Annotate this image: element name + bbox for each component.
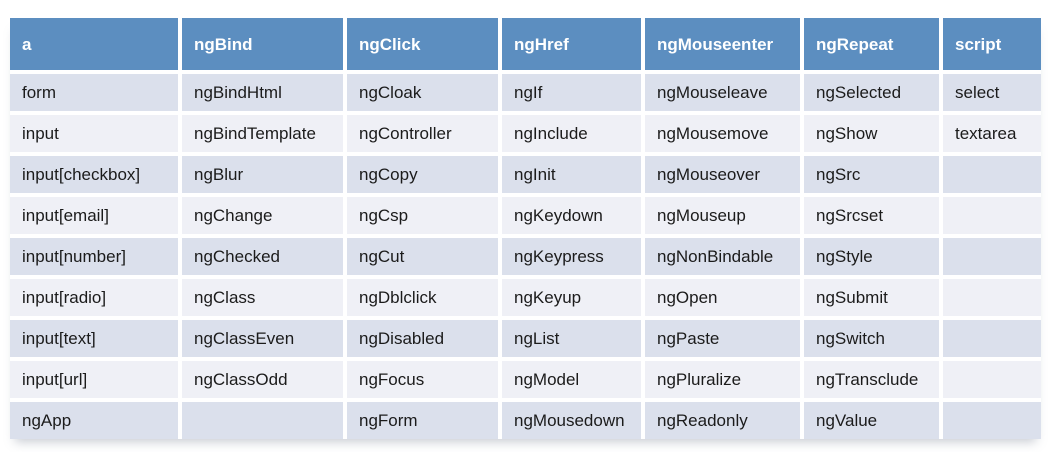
table-cell: input[url]	[10, 361, 178, 398]
table-cell: ngSwitch	[804, 320, 939, 357]
table-cell: ngClassOdd	[182, 361, 343, 398]
table-cell	[943, 320, 1041, 357]
table-cell: ngChecked	[182, 238, 343, 275]
table-cell: ngFocus	[347, 361, 498, 398]
table-cell: form	[10, 74, 178, 111]
table-cell: ngClass	[182, 279, 343, 316]
table-cell: ngMouseup	[645, 197, 800, 234]
table-cell: ngOpen	[645, 279, 800, 316]
table-cell	[943, 238, 1041, 275]
table-cell: input[number]	[10, 238, 178, 275]
table-cell: ngBlur	[182, 156, 343, 193]
table-cell: ngIf	[502, 74, 641, 111]
table-cell: ngChange	[182, 197, 343, 234]
table-cell	[943, 156, 1041, 193]
table-cell: ngForm	[347, 402, 498, 439]
table-cell	[943, 197, 1041, 234]
table-cell: ngBindTemplate	[182, 115, 343, 152]
table-cell: ngTransclude	[804, 361, 939, 398]
table-cell	[182, 402, 343, 439]
table-cell: ngMousedown	[502, 402, 641, 439]
table-cell: ngList	[502, 320, 641, 357]
table-cell: ngCsp	[347, 197, 498, 234]
table-cell: ngSrcset	[804, 197, 939, 234]
table-cell: ngKeydown	[502, 197, 641, 234]
table-cell: input	[10, 115, 178, 152]
column-header-a: a	[10, 18, 178, 70]
table-cell: ngPaste	[645, 320, 800, 357]
table-cell: ngKeyup	[502, 279, 641, 316]
column-header-ngRepeat: ngRepeat	[804, 18, 939, 70]
table-cell: textarea	[943, 115, 1041, 152]
table-cell: ngClassEven	[182, 320, 343, 357]
column-header-ngClick: ngClick	[347, 18, 498, 70]
table-cell: select	[943, 74, 1041, 111]
table-cell: ngPluralize	[645, 361, 800, 398]
table-cell: ngShow	[804, 115, 939, 152]
table-cell: ngStyle	[804, 238, 939, 275]
table-cell: ngDblclick	[347, 279, 498, 316]
table-cell: ngMouseover	[645, 156, 800, 193]
table-cell: ngSubmit	[804, 279, 939, 316]
table-cell: ngModel	[502, 361, 641, 398]
table-cell	[943, 361, 1041, 398]
table-cell: ngBindHtml	[182, 74, 343, 111]
column-header-script: script	[943, 18, 1041, 70]
table-cell: ngCloak	[347, 74, 498, 111]
table-cell: ngKeypress	[502, 238, 641, 275]
table-cell: ngCopy	[347, 156, 498, 193]
table-cell	[943, 402, 1041, 439]
table-cell: ngInclude	[502, 115, 641, 152]
table-cell: ngSelected	[804, 74, 939, 111]
table-cell: input[checkbox]	[10, 156, 178, 193]
table-cell: ngNonBindable	[645, 238, 800, 275]
table-cell: ngController	[347, 115, 498, 152]
table-cell: input[text]	[10, 320, 178, 357]
column-header-ngMouseenter: ngMouseenter	[645, 18, 800, 70]
table-cell	[943, 279, 1041, 316]
table-cell: ngDisabled	[347, 320, 498, 357]
table-cell: ngValue	[804, 402, 939, 439]
table-cell: ngCut	[347, 238, 498, 275]
table-cell: input[email]	[10, 197, 178, 234]
table-cell: ngMouseleave	[645, 74, 800, 111]
table-cell: ngMousemove	[645, 115, 800, 152]
column-header-ngBind: ngBind	[182, 18, 343, 70]
table-cell: input[radio]	[10, 279, 178, 316]
table-cell: ngApp	[10, 402, 178, 439]
table-cell: ngReadonly	[645, 402, 800, 439]
table-cell: ngInit	[502, 156, 641, 193]
column-header-ngHref: ngHref	[502, 18, 641, 70]
table-cell: ngSrc	[804, 156, 939, 193]
